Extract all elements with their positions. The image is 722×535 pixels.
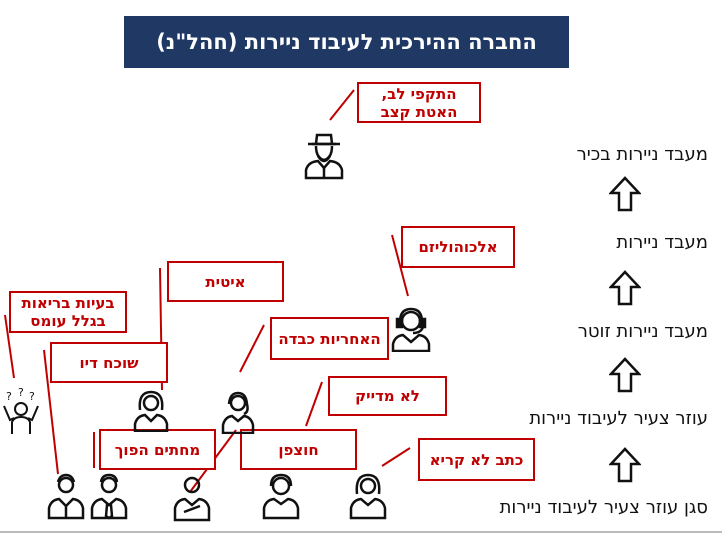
label-illiterate: כתב לא קריא — [418, 438, 535, 481]
label-inaccurate: לא מדייק — [328, 376, 447, 416]
rank-senior: מעבד ניירות בכיר — [576, 144, 708, 165]
man-tie-person-icon — [90, 473, 128, 520]
label-alcoholism: אלכוהוליזם — [401, 226, 515, 268]
label-boss: התקפי לב, האטת קצב — [357, 82, 481, 123]
rank-processor: מעבד ניירות — [616, 232, 708, 253]
injured-person-icon — [173, 476, 211, 522]
svg-text:?: ? — [18, 388, 24, 399]
connector-health — [4, 314, 15, 379]
up-arrow-icon — [609, 270, 641, 306]
up-arrow-icon — [609, 447, 641, 483]
woman-person-icon — [221, 391, 255, 434]
woman-person-icon — [133, 390, 169, 432]
man-person-icon — [47, 473, 85, 520]
connector-illiterate — [381, 447, 411, 467]
woman-person-icon — [349, 473, 387, 520]
up-arrow-icon — [609, 176, 641, 212]
label-hasty: חוצפן — [240, 429, 357, 470]
label-reverse-sign: מחתים הפוך — [99, 429, 216, 470]
label-heavy-resp: האחריות כבדה — [270, 317, 389, 360]
rank-young-assistant: עוזר צעיר לעיבוד ניירות — [529, 408, 708, 429]
bottom-divider — [0, 531, 722, 533]
headset-person-icon — [391, 307, 431, 352]
svg-text:?: ? — [6, 390, 12, 403]
svg-text:?: ? — [29, 390, 35, 403]
diagram-title: החברה ההירכית לעיבוד ניירות (חהל"נ) — [124, 16, 569, 68]
connector-inaccurate — [305, 381, 323, 427]
rank-junior: מעבד ניירות זוטר — [577, 321, 708, 342]
confused-person-icon: ? ? ? — [3, 388, 39, 434]
connector-alcoholism — [391, 234, 409, 297]
boss-person-icon — [304, 133, 344, 180]
man-person-icon — [262, 473, 300, 520]
up-arrow-icon — [609, 357, 641, 393]
rank-deputy-assistant: סגן עוזר צעיר לעיבוד ניירות — [499, 497, 708, 518]
connector-boss — [329, 89, 355, 121]
connector-heavy-resp — [239, 324, 265, 373]
label-health: בעיות בריאות בגלל עומס — [9, 291, 127, 333]
label-bored: שוכח דיו — [50, 342, 168, 383]
label-slow: איטית — [167, 261, 284, 302]
connector-bored — [43, 349, 59, 475]
